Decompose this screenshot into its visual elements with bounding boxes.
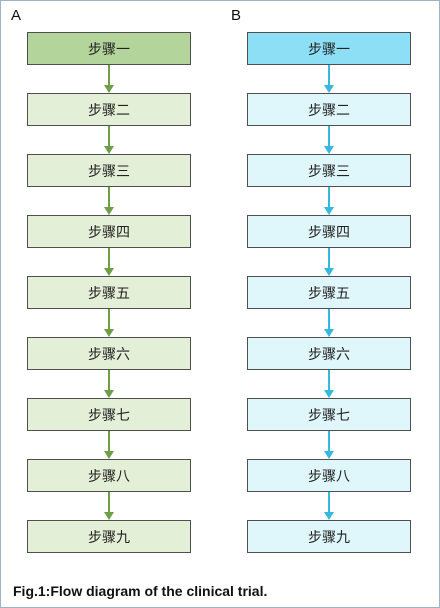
step-box: 步骤三 [27,154,191,187]
flow-arrow-icon [104,126,114,154]
flow-arrow-icon [104,309,114,337]
flow-arrow-icon [104,248,114,276]
flow-arrow-icon [324,492,334,520]
step-box: 步骤六 [27,337,191,370]
step-box: 步骤一 [247,32,411,65]
step-box: 步骤四 [27,215,191,248]
step-box: 步骤一 [27,32,191,65]
flow-arrow-icon [324,187,334,215]
flow-arrow-icon [324,370,334,398]
flow-arrow-icon [324,126,334,154]
flow-arrow-icon [104,65,114,93]
flow-arrow-icon [324,248,334,276]
step-box: 步骤九 [27,520,191,553]
step-box: 步骤八 [27,459,191,492]
step-box: 步骤三 [247,154,411,187]
flow-arrow-icon [324,309,334,337]
flow-arrow-icon [324,65,334,93]
flow-arrow-icon [104,370,114,398]
step-box: 步骤六 [247,337,411,370]
step-box: 步骤七 [27,398,191,431]
step-box: 步骤二 [27,93,191,126]
flow-arrow-icon [104,187,114,215]
flow-arrow-icon [324,431,334,459]
step-box: 步骤二 [247,93,411,126]
step-box: 步骤九 [247,520,411,553]
panel-b-label: B [231,7,242,24]
step-box: 步骤四 [247,215,411,248]
step-box: 步骤八 [247,459,411,492]
panel-a-label: A [11,7,22,24]
step-box: 步骤七 [247,398,411,431]
step-box: 步骤五 [247,276,411,309]
flow-arrow-icon [104,492,114,520]
step-box: 步骤五 [27,276,191,309]
flow-arrow-icon [104,431,114,459]
figure-caption: Fig.1:Flow diagram of the clinical trial… [13,583,268,599]
